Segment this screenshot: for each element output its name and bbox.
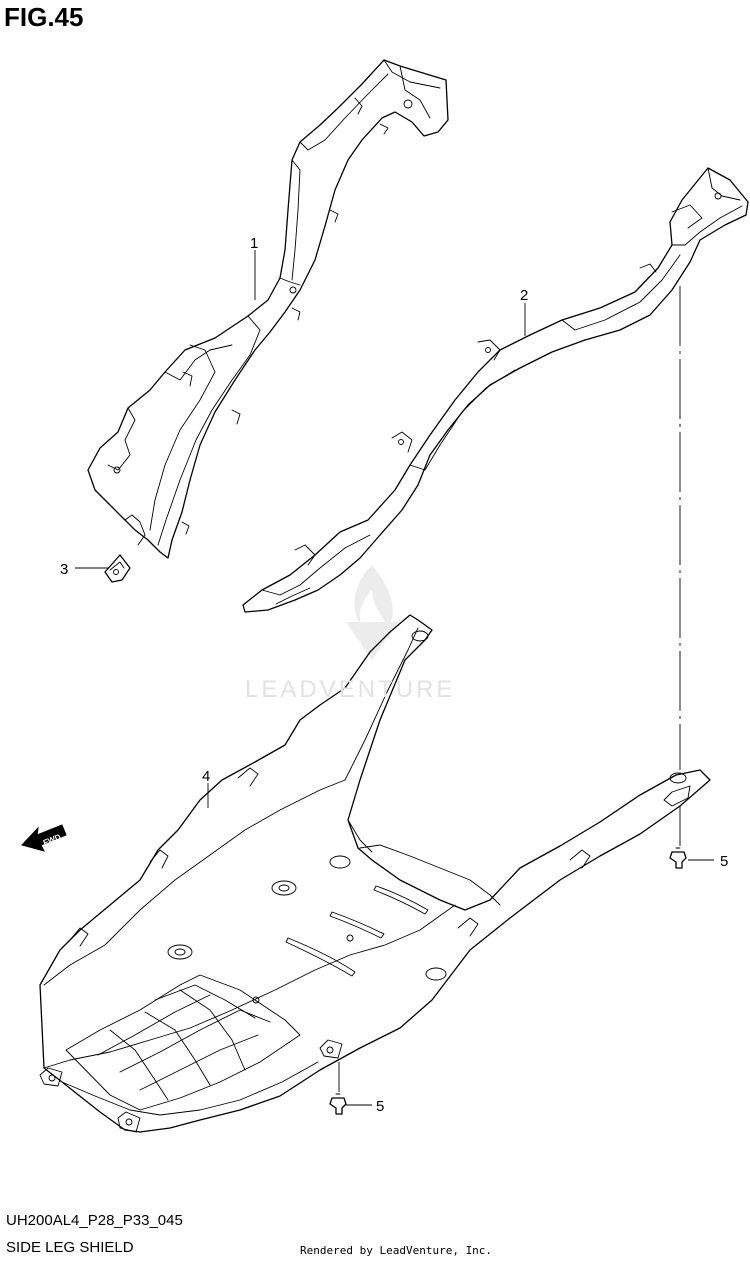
figure-subtitle: SIDE LEG SHIELD xyxy=(6,1239,134,1256)
callout-1: 1 xyxy=(250,235,258,252)
figure-title: FIG.45 xyxy=(4,2,84,32)
watermark-text: LEADVENTURE xyxy=(245,676,456,703)
callout-2: 2 xyxy=(520,287,528,304)
callout-5-right: 5 xyxy=(720,853,728,870)
part-2-side-shield-right xyxy=(242,167,749,613)
part-4-floor-panel xyxy=(39,614,711,1133)
part-3-clip xyxy=(104,554,131,583)
figure-code: UH200AL4_P28_P33_045 xyxy=(6,1212,183,1229)
part-5-fastener-bottom xyxy=(329,1093,347,1115)
part-1-side-shield-left xyxy=(87,59,449,559)
fwd-arrow-icon: FWD xyxy=(21,824,67,852)
callout-5-bottom: 5 xyxy=(376,1098,384,1115)
callout-4: 4 xyxy=(202,768,210,785)
part-5-fastener-right xyxy=(669,847,687,869)
rendered-by-credit: Rendered by LeadVenture, Inc. xyxy=(300,1244,493,1257)
callout-3: 3 xyxy=(60,561,68,578)
watermark-logo xyxy=(346,565,398,660)
